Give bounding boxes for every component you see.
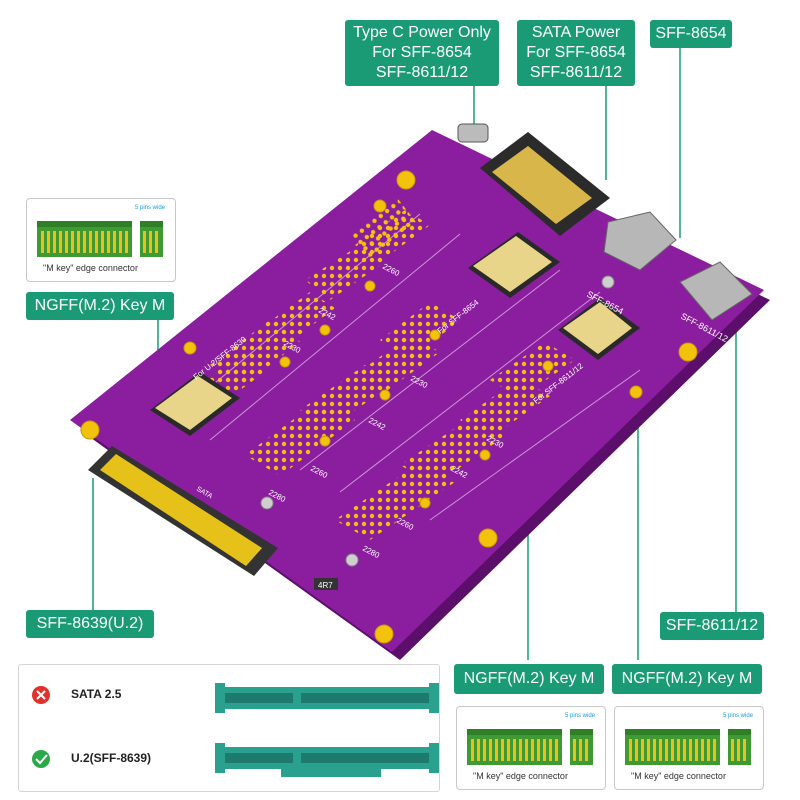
callout-sata-line3: SFF-8611/12: [529, 64, 623, 81]
pins-wide-label: 5 pins wide: [135, 205, 166, 211]
callout-sff861112: SFF-8611/12: [660, 612, 764, 640]
callout-u2-text: SFF-8639(U.2): [36, 615, 144, 632]
edge-connector-caption-right: "M key" edge connector: [631, 771, 726, 781]
callout-typec-line2: For SFF-8654: [372, 44, 472, 61]
check-icon: [32, 750, 50, 768]
edge-connector-caption: "M key" edge connector: [43, 263, 138, 273]
x-icon: [32, 686, 50, 704]
legend-item-sata: SATA 2.5: [71, 687, 122, 701]
edge-connector-inset-right: 5 pins wide "M key" edge connector: [614, 706, 764, 790]
edge-connector-inset-left: 5 pins wide "M key" edge connector: [26, 198, 176, 282]
callout-u2: SFF-8639(U.2): [26, 610, 154, 638]
callout-ngff-right-text: NGFF(M.2) Key M: [621, 670, 753, 687]
edge-connector-graphic: [37, 219, 163, 259]
edge-connector-inset-mid: 5 pins wide "M key" edge connector: [456, 706, 606, 790]
callout-ngff-mid-text: NGFF(M.2) Key M: [463, 670, 595, 687]
compatibility-legend: SATA 2.5 U.2(SFF-8639): [18, 664, 440, 792]
legend-graphics: [32, 683, 439, 777]
edge-connector-graphic-mid: [467, 727, 593, 767]
edge-connector-caption-mid: "M key" edge connector: [473, 771, 568, 781]
callout-ngff-right: NGFF(M.2) Key M: [612, 664, 762, 694]
callout-sata-line1: SATA Power: [531, 24, 621, 41]
pins-wide-label-right: 5 pins wide: [723, 713, 754, 719]
callout-sata-line2: For SFF-8654: [526, 44, 626, 61]
callout-ngff-left: NGFF(M.2) Key M: [26, 292, 174, 320]
callout-ngff-left-text: NGFF(M.2) Key M: [34, 297, 166, 314]
callout-ngff-mid: NGFF(M.2) Key M: [454, 664, 604, 694]
callout-sata-power: SATA Power For SFF-8654 SFF-8611/12: [517, 20, 635, 86]
callout-sff8654-text: SFF-8654: [655, 25, 727, 42]
callout-typec-power: Type C Power Only For SFF-8654 SFF-8611/…: [345, 20, 499, 86]
callout-typec-line3: SFF-8611/12: [375, 64, 469, 81]
pins-wide-label-mid: 5 pins wide: [565, 713, 596, 719]
legend-item-u2: U.2(SFF-8639): [71, 751, 152, 765]
callout-sff8654: SFF-8654: [650, 20, 732, 48]
callout-sff861112-text: SFF-8611/12: [665, 617, 759, 634]
edge-connector-graphic-right: [625, 727, 751, 767]
callout-typec-line1: Type C Power Only: [353, 24, 491, 41]
resistor-label: 4R7: [318, 581, 333, 590]
